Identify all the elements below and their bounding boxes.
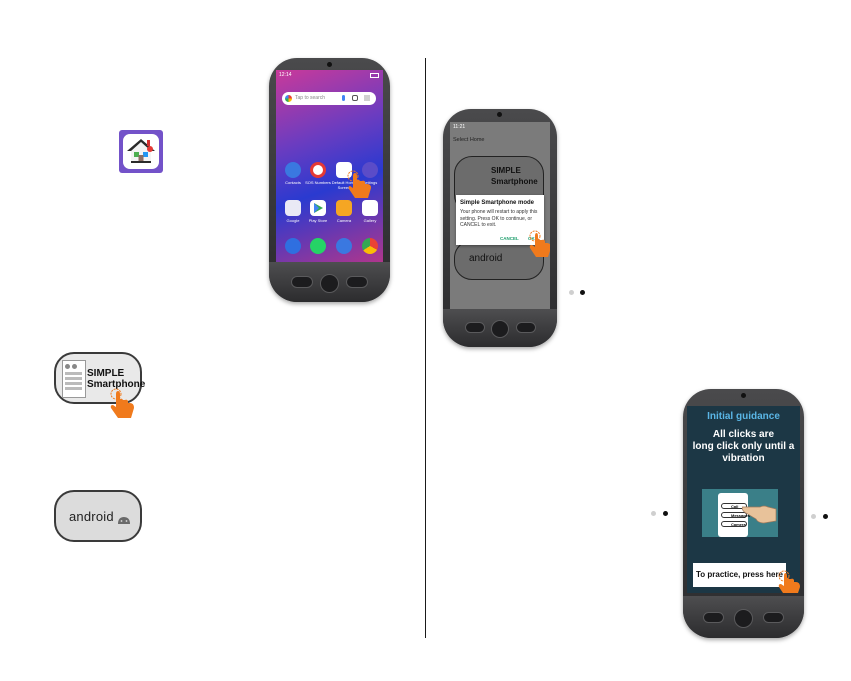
android-robot-icon (117, 511, 131, 529)
search-bar[interactable]: Tap to search (282, 92, 376, 105)
bg-android-label: android (469, 253, 503, 264)
play-store-icon[interactable] (310, 200, 326, 216)
dialog-title: Simple Smartphone mode (460, 200, 535, 206)
phone-bottom-bar (443, 309, 557, 347)
front-camera-icon (741, 393, 746, 398)
guidance-line2: long click only until a (692, 441, 795, 452)
pager-dot-active (663, 511, 668, 516)
pointing-hand-icon (741, 499, 778, 530)
contacts-app-icon[interactable] (285, 162, 301, 178)
column-divider (425, 58, 426, 638)
search-placeholder: Tap to search (295, 95, 326, 101)
tap-hand-icon (108, 388, 136, 427)
app-label: SOS Numbers (305, 180, 331, 185)
house-icon (123, 134, 159, 169)
settings-gear-icon[interactable] (362, 162, 378, 178)
app-label: Default Home Screen (331, 180, 357, 190)
bg-android-option: android (454, 240, 544, 280)
home-app-icon[interactable] (119, 130, 163, 173)
front-camera-icon (497, 112, 502, 117)
tap-hand-icon (777, 570, 800, 593)
back-button[interactable] (516, 322, 536, 333)
home-screen-display: 12:14 Tap to search Contacts SOS Numbers… (276, 70, 383, 262)
android-launcher-option[interactable]: android (54, 490, 142, 542)
home-button[interactable] (734, 609, 753, 628)
phone-bottom-bar (683, 596, 804, 638)
back-button[interactable] (346, 276, 368, 288)
front-camera-icon (327, 62, 332, 67)
default-home-app-icon[interactable] (336, 162, 352, 178)
battery-icon (370, 73, 379, 78)
sos-app-icon[interactable] (310, 162, 326, 178)
guidance-display: Initial guidance All clicks are long cli… (687, 406, 800, 593)
smartphone-label: Smartphone (87, 379, 146, 390)
phone-dialer-icon[interactable] (285, 238, 301, 254)
menu-call: Call (721, 503, 747, 509)
menu-messages: Messages (721, 512, 750, 518)
phone-initial-guidance: Initial guidance All clicks are long cli… (683, 389, 804, 638)
camera-app-icon[interactable] (336, 200, 352, 216)
chrome-icon[interactable] (362, 238, 378, 254)
guidance-illustration: Call Messages Camera (702, 489, 778, 537)
simple-smartphone-option[interactable]: SIMPLE Smartphone (54, 352, 146, 404)
guidance-line1: All clicks are (712, 429, 775, 440)
phone-bottom-bar (269, 262, 390, 302)
status-time: 12:14 (279, 72, 292, 78)
recents-button[interactable] (465, 322, 485, 333)
pager-dot-active (823, 514, 828, 519)
simple-label: SIMPLE (87, 368, 125, 379)
app-label: Settings (362, 180, 378, 185)
recents-button[interactable] (291, 276, 313, 288)
pager-dot (569, 290, 574, 295)
back-button[interactable] (763, 612, 784, 623)
apps-grid-icon[interactable] (364, 95, 370, 101)
home-button[interactable] (491, 320, 509, 338)
app-label: Google (286, 218, 300, 223)
pager-dot (811, 514, 816, 519)
pager-dot (651, 511, 656, 516)
android-label: android (69, 509, 114, 524)
app-label: Play Store (308, 218, 328, 223)
recents-button[interactable] (703, 612, 724, 623)
guidance-title: Initial guidance (707, 411, 780, 422)
menu-camera: Camera (721, 521, 747, 527)
home-button[interactable] (320, 274, 339, 293)
simple-mode-dialog: Simple Smartphone mode Your phone will r… (456, 195, 544, 245)
mic-icon[interactable] (342, 95, 345, 101)
tap-hand-icon (346, 170, 374, 207)
bg-simple-line1: SIMPLE (491, 166, 521, 175)
gallery-app-icon[interactable] (362, 200, 378, 216)
whatsapp-icon[interactable] (310, 238, 326, 254)
app-label: Gallery (363, 218, 377, 223)
phone-home-screen: 12:14 Tap to search Contacts SOS Numbers… (269, 58, 390, 302)
guidance-line3: vibration (722, 453, 765, 464)
practice-label: To practice, press here (696, 570, 783, 579)
status-time: 11:21 (453, 124, 466, 130)
dialog-body: Your phone will restart to apply this se… (460, 209, 538, 228)
phone-select-home: 11:21 Select Home SIMPLE Smartphone andr… (443, 109, 557, 347)
smartphone-preview-icon (62, 360, 86, 398)
google-g-icon (285, 95, 292, 102)
ok-button[interactable]: OK (528, 236, 535, 241)
app-label: Contacts (285, 180, 301, 185)
practice-button[interactable]: To practice, press here (693, 563, 786, 587)
select-home-header: Select Home (453, 137, 485, 143)
bg-simple-line2: Smartphone (491, 177, 538, 186)
lens-icon[interactable] (352, 95, 358, 101)
pager-dot-active (580, 290, 585, 295)
app-label: Camera (336, 218, 352, 223)
tap-hand-icon (528, 230, 550, 265)
messages-app-icon[interactable] (336, 238, 352, 254)
select-home-display: 11:21 Select Home SIMPLE Smartphone andr… (450, 122, 550, 310)
cancel-button[interactable]: CANCEL (500, 236, 519, 241)
google-folder-icon[interactable] (285, 200, 301, 216)
